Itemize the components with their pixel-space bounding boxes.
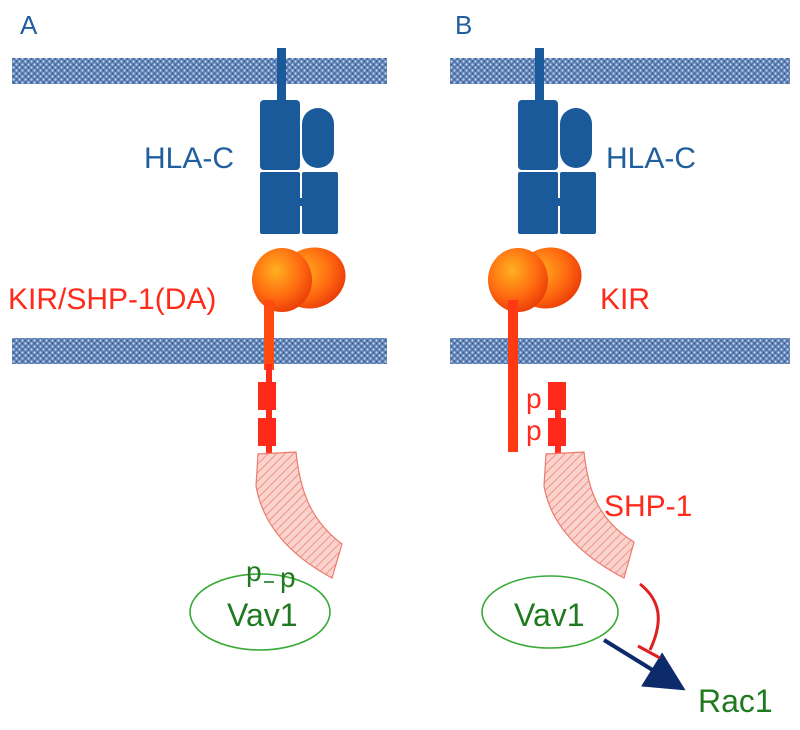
panel-b-hla-c-label: HLA-C (606, 142, 696, 175)
panel-b-vav1-oval (481, 575, 619, 649)
panel-b-phospho-2: p (526, 415, 542, 446)
panel-a-top-membrane (12, 58, 387, 84)
panel-a-vav1-label: Vav1 (227, 597, 298, 633)
panel-a: A HLA-C KIR/SHP-1(DA) (8, 10, 387, 651)
panel-a-vav1-oval (189, 573, 331, 651)
panel-b-activation-arrow (602, 638, 686, 691)
panel-b-vav1-label: Vav1 (514, 597, 585, 633)
panel-b-rac1-label: Rac1 (698, 683, 773, 719)
panel-b-top-membrane (450, 58, 790, 84)
panel-b-shp-1-phosphatase (543, 451, 635, 579)
panel-b-shp-1-label: SHP-1 (604, 490, 692, 523)
panel-a-phospho-1: p (246, 556, 262, 587)
panel-b-phospho-1: p (526, 383, 542, 414)
panel-b-inhibition-bar (637, 644, 661, 660)
panel-a-kir-receptor (252, 247, 346, 370)
panel-b-shp-1-sh2-domains (548, 382, 566, 456)
panel-b: B HLA-C KIR p p (450, 10, 790, 719)
panel-a-bottom-membrane (12, 338, 387, 364)
panel-b-inhibition-line (639, 582, 660, 651)
panel-b-letter: B (455, 10, 472, 40)
panel-b-kir-receptor (488, 247, 582, 452)
panel-a-shp-1-phosphatase (255, 451, 343, 579)
panel-a-letter: A (20, 10, 38, 40)
panel-b-bottom-membrane (450, 338, 790, 364)
panel-a-phospho-2: p (280, 562, 296, 593)
panel-a-hla-c-label: HLA-C (144, 142, 234, 175)
panel-a-itim-segments (258, 364, 276, 456)
panel-b-receptor-label: KIR (600, 283, 650, 316)
panel-a-receptor-label: KIR/SHP-1(DA) (8, 283, 216, 316)
panel-b-hla-c-molecule (518, 48, 596, 234)
panel-a-hla-c-molecule (260, 48, 338, 234)
